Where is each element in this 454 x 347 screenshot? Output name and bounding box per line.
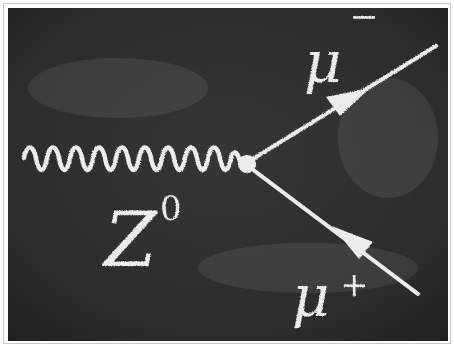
muon-plus-label: μ (292, 262, 330, 330)
chalkboard: Z 0 μ − μ + (8, 8, 448, 341)
feynman-diagram: Z 0 μ − μ + (8, 8, 448, 341)
outgoing-antimuon-line (246, 164, 420, 296)
z-boson-label: Z (102, 195, 158, 284)
z-boson-superscript: 0 (160, 189, 182, 229)
muon-plus-sign: + (340, 265, 369, 305)
muon-minus-label: μ (304, 28, 342, 96)
vertex-dot-icon (238, 155, 256, 173)
fermion-arrow-incoming-icon (332, 226, 373, 259)
wavy-propagator-icon (21, 145, 243, 173)
chalk-smudges (28, 58, 438, 293)
muon-minus-sign: − (350, 8, 379, 37)
chalkboard-surface (8, 8, 448, 341)
fermion-arrow-outgoing-icon (326, 88, 370, 116)
image-frame: Z 0 μ − μ + (3, 3, 451, 344)
